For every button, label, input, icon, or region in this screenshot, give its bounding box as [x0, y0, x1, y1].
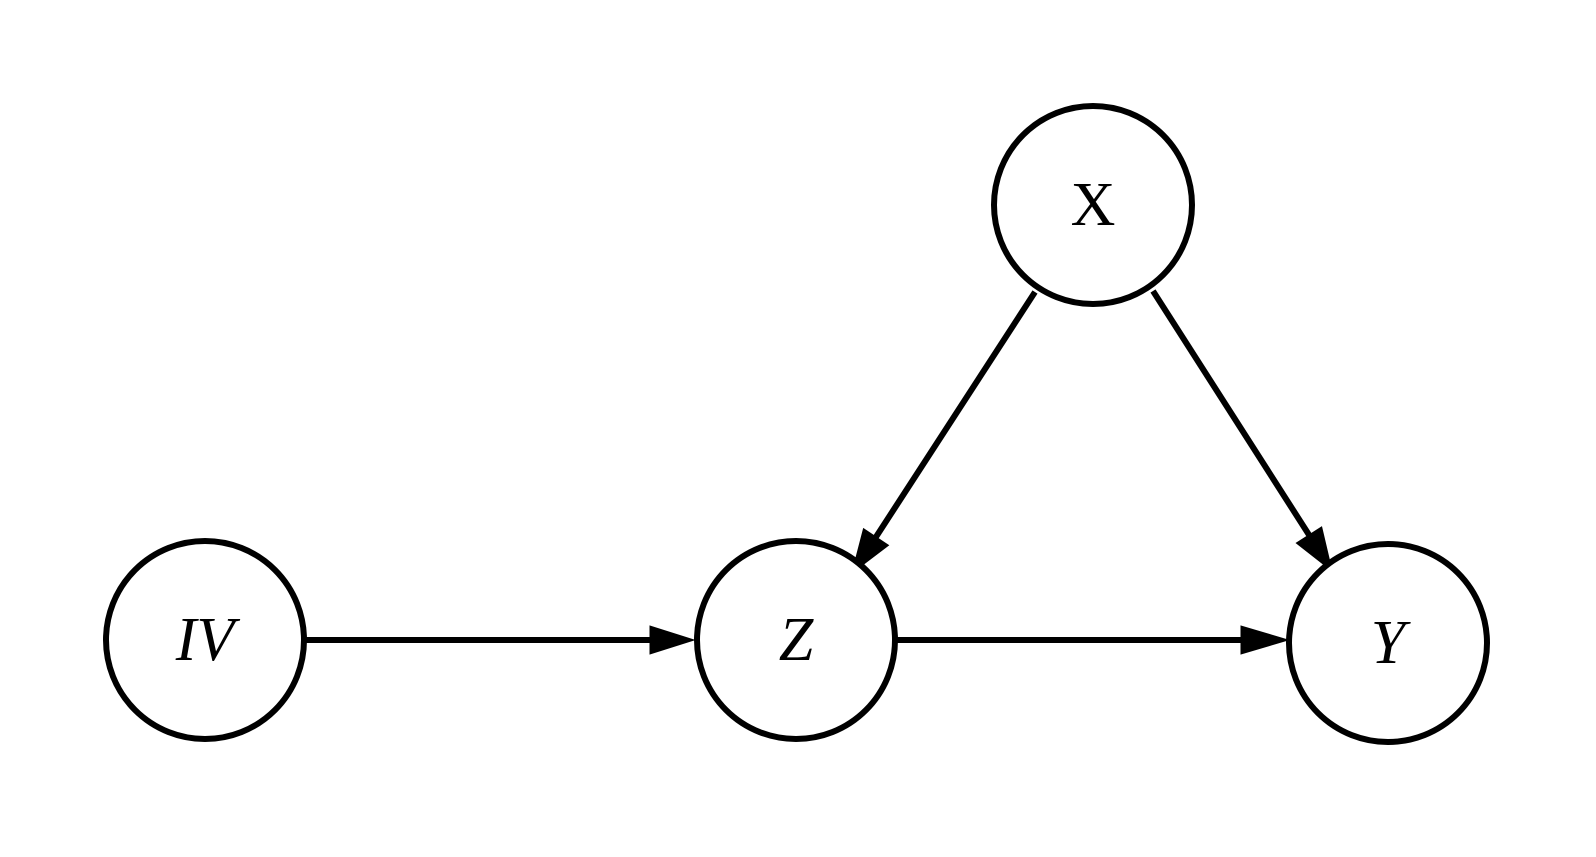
node-label-iv: IV [175, 606, 241, 674]
arrowhead-icon [649, 625, 696, 655]
node-circle-x[interactable] [991, 103, 1195, 307]
edge-x-to-y [1150, 289, 1333, 573]
edges-layer [305, 289, 1333, 655]
node-label-x: X [1071, 171, 1116, 239]
edge-x-to-z [851, 290, 1038, 575]
edge-shaft [1150, 289, 1314, 540]
node-iv[interactable]: IV [103, 538, 307, 742]
edge-shaft [871, 290, 1038, 542]
node-x[interactable]: X [991, 103, 1195, 307]
edge-iv-to-z [305, 625, 696, 655]
edge-z-to-y [896, 625, 1290, 655]
node-y[interactable]: Y [1286, 541, 1490, 745]
node-circle-z[interactable] [694, 538, 898, 742]
node-z[interactable]: Z [694, 538, 898, 742]
node-circle-iv[interactable] [103, 538, 307, 742]
node-circle-y[interactable] [1286, 541, 1490, 745]
node-label-y: Y [1371, 609, 1411, 677]
node-label-z: Z [779, 606, 814, 674]
arrowhead-icon [1240, 625, 1290, 655]
nodes-layer: IV Z X Y [103, 103, 1490, 745]
arrowhead-icon [1295, 526, 1333, 573]
